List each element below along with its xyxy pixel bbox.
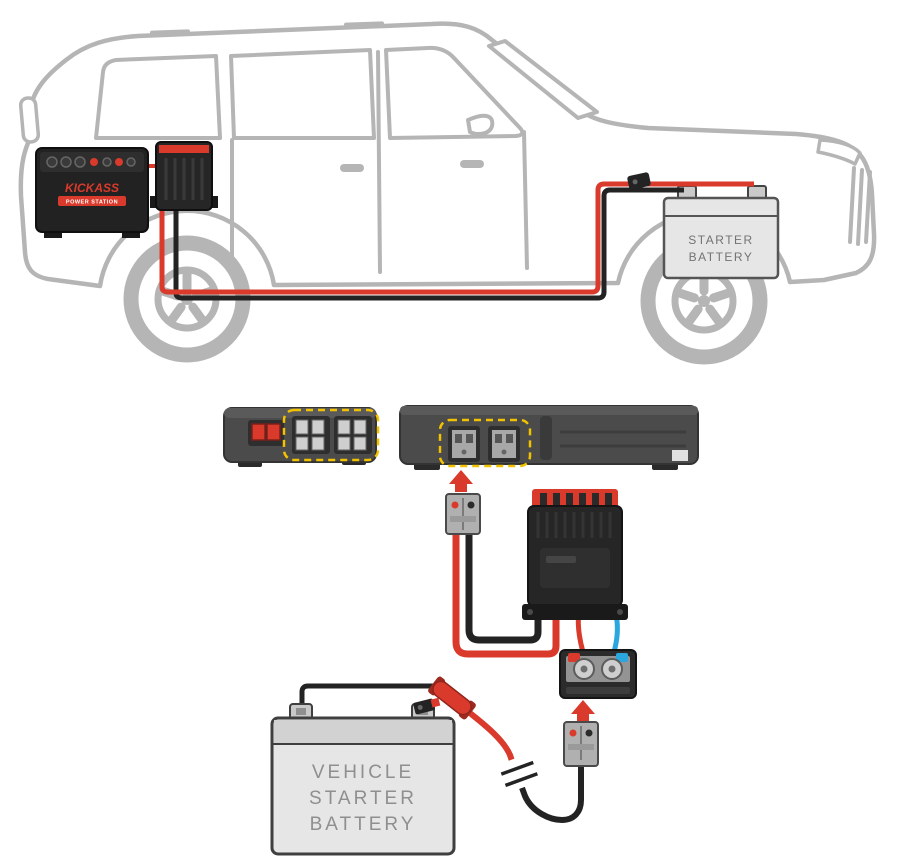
anderson-socket-2 xyxy=(488,426,520,462)
plug-cable-black xyxy=(465,524,542,644)
accessory-port-grid-1 xyxy=(292,416,330,454)
starter-battery-label-line1: STARTER xyxy=(688,233,753,247)
power-station-brand: KICKASS xyxy=(65,181,119,195)
door-seam-mid xyxy=(376,50,382,274)
vehicle-battery-label-line1: VEHICLE xyxy=(312,762,414,783)
panel-spec-sticker xyxy=(672,450,688,461)
middle-window xyxy=(229,48,376,140)
vehicle-starter-battery: VEHICLE STARTER BATTERY xyxy=(270,703,456,856)
rear-quarter-window xyxy=(94,54,222,140)
roof-rail-rear xyxy=(150,29,191,36)
grille-slats xyxy=(848,166,872,246)
ground-cable-black xyxy=(173,187,684,301)
charger-detail-fins xyxy=(536,512,612,538)
charger-mount-plate xyxy=(522,604,628,620)
panel-handle-groove xyxy=(540,416,552,460)
battery-body xyxy=(662,196,780,280)
anderson-plug-lower xyxy=(563,721,599,767)
dcdc-charger-cap xyxy=(159,145,209,153)
control-knobs xyxy=(46,156,136,168)
door-seam-front xyxy=(522,130,529,270)
anderson-socket-1 xyxy=(448,426,480,462)
power-station-brand-bar xyxy=(58,196,126,206)
starter-battery-engine-bay: STARTER BATTERY xyxy=(662,185,780,280)
vehicle-battery-label-line2: STARTER xyxy=(309,788,417,809)
taillight xyxy=(18,96,41,144)
door-handle-front xyxy=(460,160,484,168)
door-handle-rear xyxy=(340,164,364,172)
terminal-clamp xyxy=(413,697,441,715)
battery-feed-cable-red xyxy=(464,707,521,780)
accessory-port-grid-2 xyxy=(334,416,372,454)
vehicle-outline xyxy=(18,21,877,365)
power-station-subtitle: POWER STATION xyxy=(66,200,118,206)
vehicle-battery-label-line3: BATTERY xyxy=(310,814,417,835)
cable-break-icon xyxy=(496,752,542,794)
anderson-sockets-highlight xyxy=(438,418,532,468)
rear-panel-view xyxy=(223,407,380,467)
up-arrow-icon-2 xyxy=(571,700,595,721)
dcdc-charger-detail xyxy=(522,489,628,620)
dcdc-charger-unit xyxy=(150,141,218,211)
anderson-ports-highlight xyxy=(282,408,380,462)
power-station-unit: KICKASS POWER STATION xyxy=(35,147,149,238)
side-mirror xyxy=(466,113,495,136)
roof-rail-front xyxy=(344,21,385,28)
inline-fuse-holder xyxy=(428,676,476,720)
power-cable-red xyxy=(159,181,754,295)
battery-feed-cable-black xyxy=(299,683,436,710)
headlight xyxy=(816,138,862,166)
starter-battery-label-line2: BATTERY xyxy=(689,250,754,264)
up-arrow-icon-1 xyxy=(449,470,473,492)
plug-cable-red xyxy=(452,524,560,658)
dcdc-charger-fins xyxy=(164,158,204,200)
battery-cable-clamp xyxy=(627,172,651,190)
side-panel-view xyxy=(399,405,699,470)
anderson-plug-upper xyxy=(445,493,481,535)
fuse-terminal-block xyxy=(559,649,637,699)
windshield xyxy=(487,39,599,120)
chassis-cable-black xyxy=(511,758,584,824)
vehicle-battery-body xyxy=(270,716,456,856)
